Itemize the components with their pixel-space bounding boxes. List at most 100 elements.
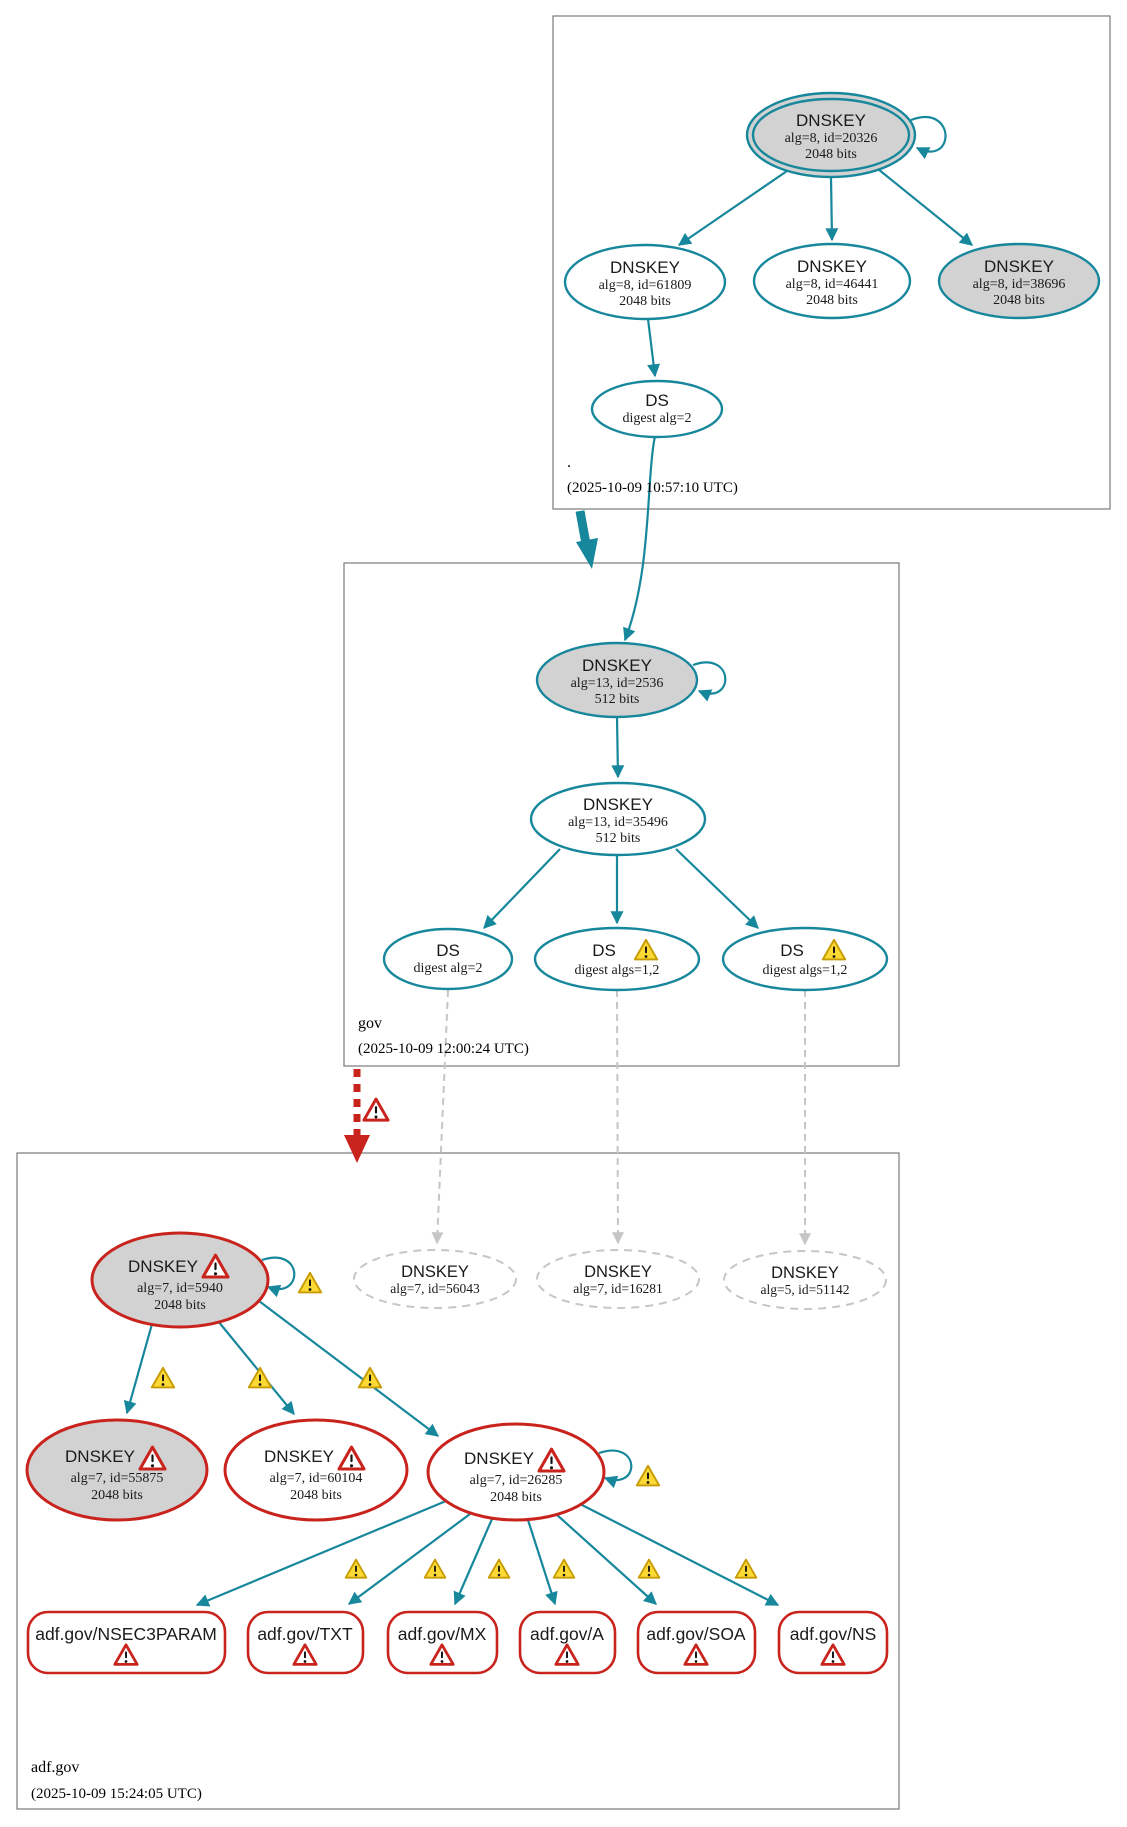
rrset-adf-a[interactable]: adf.gov/A [518, 1610, 617, 1675]
node-detail: alg=8, id=46441 [786, 277, 879, 292]
edge-adf-26285-to-soa [555, 1513, 657, 1605]
rrset-adf-nsec3param-rect [26, 1610, 227, 1675]
rrset-name: adf.gov/A [530, 1624, 604, 1644]
node-title: DNSKEY [796, 111, 866, 130]
node-detail: 2048 bits [806, 293, 858, 308]
node-adf-dnskey-26285[interactable]: DNSKEY alg=7, id=26285 2048 bits [426, 1422, 606, 1522]
edge-adf-26285-to-mx [453, 1518, 494, 1606]
edge-adf-26285-to-a [526, 1519, 558, 1606]
node-gov-dnskey-35496-ellipse [529, 781, 707, 857]
rrset-adf-mx[interactable]: adf.gov/MX [386, 1610, 499, 1675]
node-title: DNSKEY [128, 1257, 198, 1276]
zone-label-adf-gov: adf.gov [31, 1759, 79, 1776]
node-title: DS [436, 941, 460, 960]
edge-adf-ksk-to-55875 [123, 1323, 154, 1415]
node-root-dnskey-38696-ellipse [937, 242, 1101, 320]
node-adf-dnskey-60104[interactable]: DNSKEY alg=7, id=60104 2048 bits [223, 1418, 409, 1522]
edge-root-ksk-self-loop [910, 116, 947, 159]
node-adf-dnskey-16281-ghost[interactable]: DNSKEY alg=7, id=16281 [536, 1249, 700, 1309]
rrset-name: adf.gov/MX [398, 1624, 487, 1644]
node-root-dnskey-61809[interactable]: DNSKEY alg=8, id=61809 2048 bits [563, 243, 727, 321]
rrset-name: adf.gov/TXT [257, 1624, 353, 1644]
rrset-adf-a-rect [518, 1610, 617, 1675]
edge-adf-ksk-to-60104 [217, 1320, 295, 1416]
rrset-adf-ns[interactable]: adf.gov/NS [777, 1610, 889, 1675]
rrset-adf-soa-rect [636, 1610, 757, 1675]
edge-gov-ksk-to-zsk [611, 716, 625, 779]
node-title: DS [780, 941, 804, 960]
node-detail: alg=8, id=61809 [599, 278, 692, 293]
node-root-dnskey-61809-ellipse [563, 243, 727, 321]
node-gov-ds3[interactable]: DS digest algs=1,2 [721, 926, 889, 992]
node-gov-dnskey-2536-ellipse [535, 641, 699, 719]
node-adf-dnskey-60104-ellipse [223, 1418, 409, 1522]
edge-root-zsk1-to-ds [646, 318, 661, 378]
zone-box-adf-gov [16, 1152, 900, 1810]
node-detail: 2048 bits [290, 1488, 342, 1503]
edge-delegation-root-gov-arrowhead [576, 538, 598, 569]
node-root-dnskey-38696[interactable]: DNSKEY alg=8, id=38696 2048 bits [937, 242, 1101, 320]
node-detail: 2048 bits [805, 147, 857, 162]
node-gov-dnskey-2536[interactable]: DNSKEY alg=13, id=2536 512 bits [535, 641, 699, 719]
node-detail: digest alg=2 [414, 961, 483, 976]
warning-icon-edge-txt [423, 1558, 447, 1579]
node-adf-dnskey-55875[interactable]: DNSKEY alg=7, id=55875 2048 bits [25, 1418, 209, 1522]
node-title: DS [592, 941, 616, 960]
node-title: DNSKEY [797, 257, 867, 276]
node-detail: alg=5, id=51142 [761, 1282, 850, 1297]
rrset-adf-txt[interactable]: adf.gov/TXT [246, 1610, 365, 1675]
node-title: DNSKEY [65, 1447, 135, 1466]
edge-adf-ksk-to-26285 [258, 1300, 440, 1437]
node-adf-dnskey-5940[interactable]: DNSKEY alg=7, id=5940 2048 bits [90, 1231, 270, 1329]
node-title: DS [645, 391, 669, 410]
node-gov-ds2[interactable]: DS digest algs=1,2 [533, 926, 701, 992]
node-gov-ds3-ellipse [721, 926, 889, 992]
node-title: DNSKEY [464, 1449, 534, 1468]
node-adf-dnskey-56043-ellipse [353, 1249, 517, 1309]
rrset-adf-soa[interactable]: adf.gov/SOA [636, 1610, 757, 1675]
warning-icon-edge-60104 [247, 1366, 273, 1389]
node-gov-dnskey-35496[interactable]: DNSKEY alg=13, id=35496 512 bits [529, 781, 707, 857]
edge-gov-ds1-to-adf-ghost1 [431, 989, 449, 1245]
node-gov-ds2-ellipse [533, 926, 701, 992]
node-detail: alg=8, id=38696 [973, 277, 1066, 292]
zone-timestamp-gov: (2025-10-09 12:00:24 UTC) [358, 1041, 529, 1057]
rrset-name: adf.gov/NS [790, 1624, 877, 1644]
node-title: DNSKEY [984, 257, 1054, 276]
node-root-dnskey-46441-ellipse [752, 242, 912, 320]
edge-adf-ksk-self-loop [261, 1256, 296, 1298]
node-detail: 2048 bits [619, 294, 671, 309]
node-adf-dnskey-26285-ellipse [426, 1422, 606, 1522]
edge-gov-ksk-self-loop [692, 661, 727, 702]
edge-adf-26285-self-loop [598, 1449, 633, 1489]
node-title: DNSKEY [610, 258, 680, 277]
warning-icon-edge-a [552, 1558, 576, 1579]
node-title: DNSKEY [583, 795, 653, 814]
edge-delegation-gov-adf-arrowhead [344, 1135, 370, 1163]
node-root-ds[interactable]: DS digest alg=2 [590, 379, 724, 439]
node-detail: alg=7, id=16281 [573, 1281, 662, 1296]
node-detail: alg=7, id=60104 [270, 1471, 363, 1486]
node-root-dnskey-20326[interactable]: DNSKEY alg=8, id=20326 2048 bits [745, 91, 917, 179]
edge-root-ds-to-gov-ksk [623, 435, 657, 642]
node-adf-dnskey-51142-ghost[interactable]: DNSKEY alg=5, id=51142 [723, 1250, 887, 1310]
node-detail: 2048 bits [154, 1298, 206, 1313]
node-title: DNSKEY [771, 1264, 839, 1282]
rrset-adf-mx-rect [386, 1610, 499, 1675]
rrset-adf-nsec3param[interactable]: adf.gov/NSEC3PARAM [26, 1610, 227, 1675]
node-adf-dnskey-56043-ghost[interactable]: DNSKEY alg=7, id=56043 [353, 1249, 517, 1309]
node-gov-ds1-ellipse [382, 927, 514, 991]
rrset-adf-ns-rect [777, 1610, 889, 1675]
node-gov-ds1[interactable]: DS digest alg=2 [382, 927, 514, 991]
edge-root-ksk-to-zsk1 [677, 170, 788, 246]
edge-root-ksk-to-zsk2 [825, 176, 839, 242]
node-detail: digest algs=1,2 [763, 963, 848, 978]
zone-timestamp-adf-gov: (2025-10-09 15:24:05 UTC) [31, 1786, 202, 1802]
zone-box-root [552, 15, 1111, 510]
node-root-dnskey-46441[interactable]: DNSKEY alg=8, id=46441 2048 bits [752, 242, 912, 320]
node-detail: 2048 bits [490, 1490, 542, 1505]
node-detail: 512 bits [595, 692, 640, 707]
node-detail: alg=7, id=56043 [390, 1281, 480, 1296]
node-detail: 2048 bits [91, 1488, 143, 1503]
